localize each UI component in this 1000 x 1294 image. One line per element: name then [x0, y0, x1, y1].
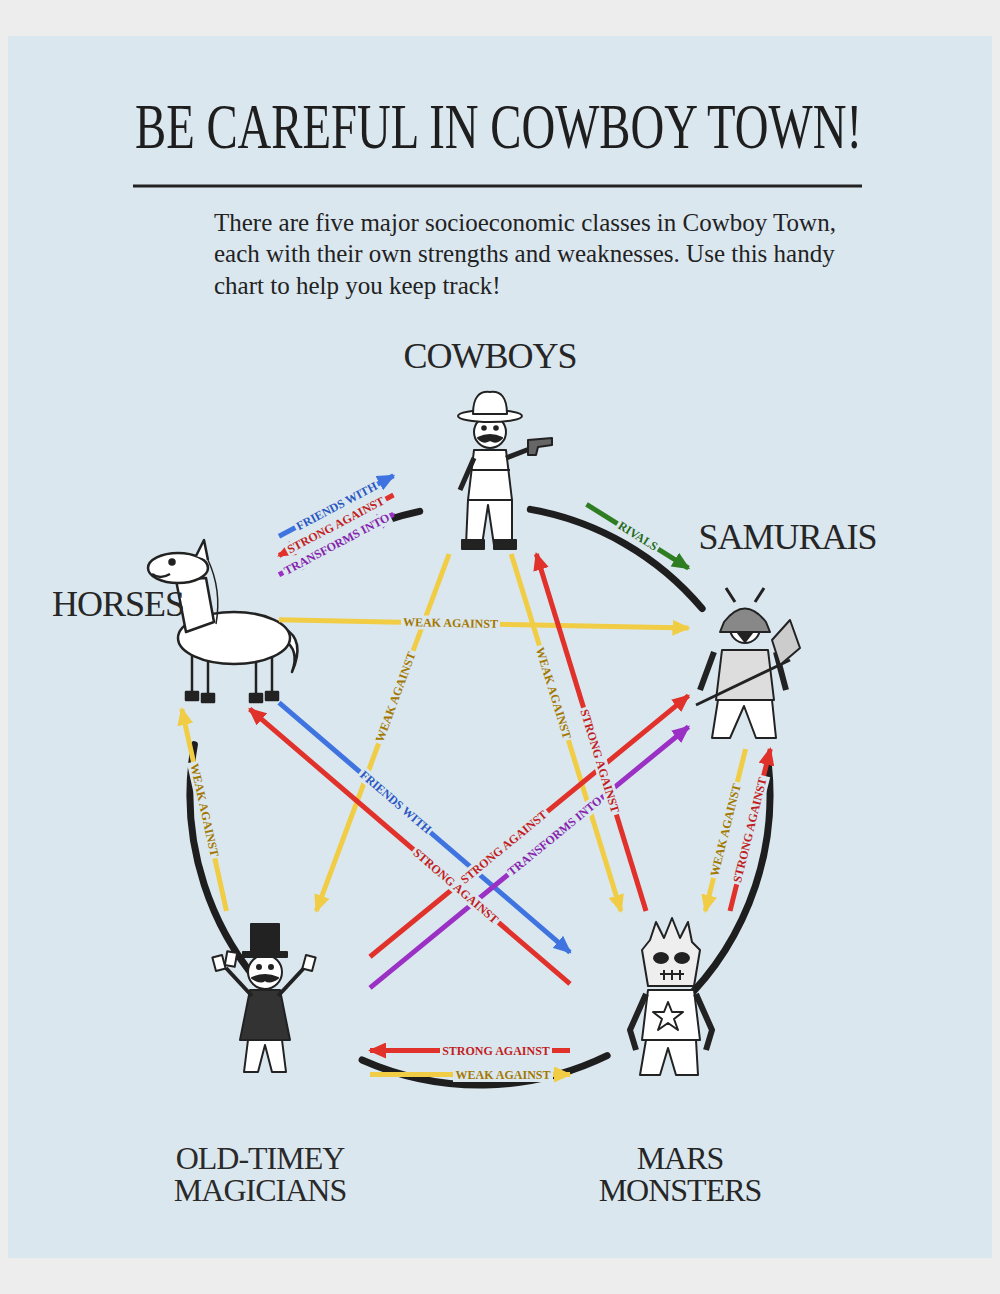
class-node: COWBOYS — [397, 338, 582, 550]
samurai-figure — [696, 588, 800, 738]
mars-monster-figure — [630, 918, 712, 1075]
class-name: OLD-TIMEY MAGICIANS — [160, 1142, 360, 1206]
class-name: HORSES — [52, 586, 184, 622]
relation-arrow — [370, 727, 688, 988]
relation-arrow — [730, 749, 770, 911]
class-node: SAMURAIS — [692, 515, 882, 745]
page-title: BE CAREFUL IN COWBOY TOWN! — [135, 92, 862, 162]
ring — [190, 509, 770, 1085]
class-node: MARS MONSTERS — [574, 915, 786, 1210]
ring-arc — [362, 1056, 607, 1085]
relation-label: WEAK AGAINST — [401, 615, 500, 631]
cowboy-figure — [458, 392, 552, 549]
intro-caption: There are five major socioeconomic class… — [214, 207, 864, 301]
relation-arrow — [250, 709, 570, 984]
relation-arrow — [182, 709, 227, 911]
relation-label: WEAK AGAINST — [453, 1068, 552, 1082]
class-name: COWBOYS — [403, 338, 576, 374]
class-node: OLD-TIMEY MAGICIANS — [154, 915, 366, 1210]
relation-label: STRONG AGAINST — [440, 1044, 552, 1058]
class-name: MARS MONSTERS — [580, 1142, 780, 1206]
title-rule — [133, 185, 862, 188]
relation-arrow — [536, 554, 646, 911]
relation-arrow — [705, 749, 745, 911]
magician-figure — [212, 924, 315, 1072]
class-name: SAMURAIS — [698, 519, 876, 555]
relation-arrow — [587, 504, 689, 568]
class-node: HORSES — [48, 530, 275, 705]
